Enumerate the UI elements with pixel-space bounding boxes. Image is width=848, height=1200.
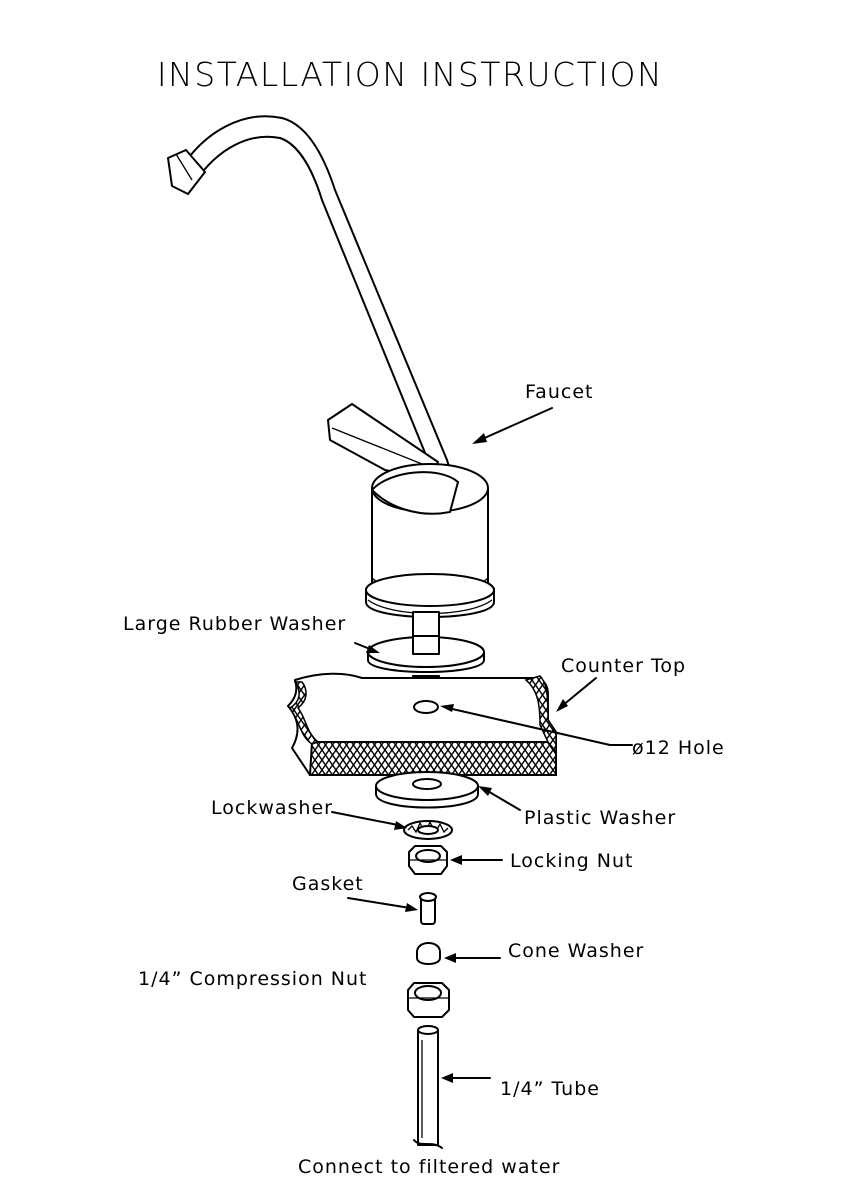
label-large-rubber-washer: Large Rubber Washer: [123, 613, 346, 635]
label-faucet: Faucet: [525, 381, 593, 403]
label-connect: Connect to filtered water: [298, 1156, 560, 1178]
label-locking-nut: Locking Nut: [510, 850, 633, 872]
label-lockwasher: Lockwasher: [211, 797, 333, 819]
label-hole: ø12 Hole: [632, 737, 725, 759]
gasket-part: [419, 892, 437, 925]
tube-part: [413, 1025, 443, 1149]
lockwasher-part: [403, 820, 453, 840]
label-cone-washer: Cone Washer: [508, 940, 644, 962]
faucet-part: [167, 115, 495, 661]
large-rubber-washer-part: [367, 635, 485, 673]
locking-nut-part: [408, 845, 448, 875]
compression-nut-part: [407, 982, 450, 1018]
cone-washer-part: [416, 942, 441, 965]
counter-top-part: [287, 672, 557, 776]
faucet-body: [365, 463, 495, 618]
hole-12mm: [413, 700, 439, 714]
labels: Faucet Large Rubber Washer Counter Top ø…: [123, 381, 725, 1178]
label-plastic-washer: Plastic Washer: [524, 807, 676, 829]
plastic-washer-part: [375, 771, 479, 809]
page-title: INSTALLATION INSTRUCTION: [157, 55, 663, 94]
label-compression-nut: 1/4” Compression Nut: [138, 968, 368, 990]
label-counter-top: Counter Top: [561, 655, 686, 677]
leader-lines: [331, 407, 633, 1083]
label-gasket: Gasket: [292, 873, 364, 895]
label-tube: 1/4” Tube: [500, 1078, 600, 1100]
spout-tip: [167, 149, 206, 195]
